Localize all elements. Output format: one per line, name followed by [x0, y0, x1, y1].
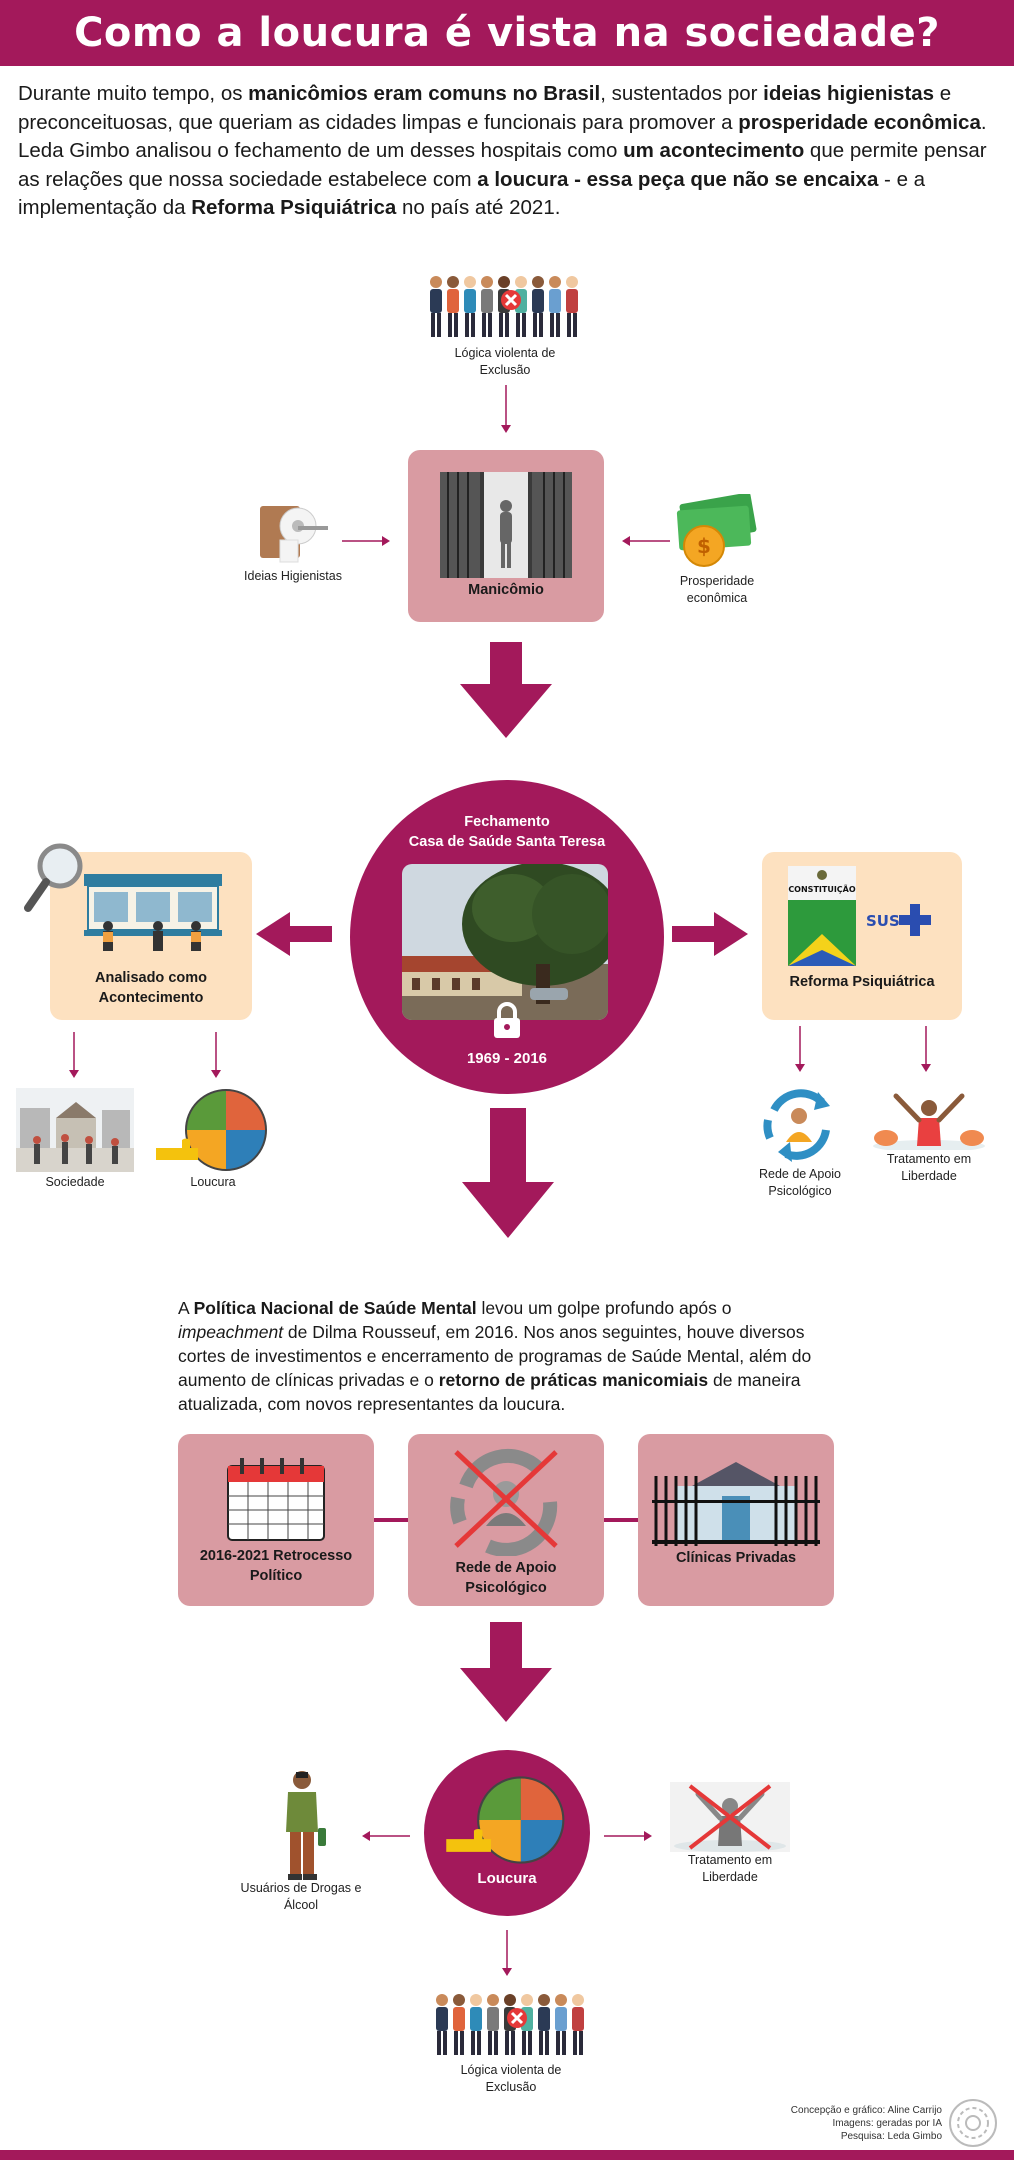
rede-apoio-label: Rede de Apoio Psicológico	[455, 1560, 557, 1596]
prosperidade-caption: Prosperidade econômica	[679, 574, 755, 605]
toilet-paper-icon	[258, 500, 332, 564]
reforma-label: Reforma Psiquiátrica	[789, 974, 935, 990]
big-arrow-down-1	[460, 642, 552, 738]
puzzle-globe-icon	[152, 1086, 276, 1174]
usuarios-caption: Usuários de Drogas e Álcool	[240, 1881, 362, 1912]
arrow-down-thin	[501, 385, 511, 433]
crowd-icon	[424, 270, 586, 340]
clinicas-card: Clínicas Privadas	[638, 1434, 834, 1606]
rede-caption-top: Rede de Apoio Psicológico	[758, 1167, 841, 1198]
arrow-left-thin	[622, 536, 670, 546]
intro-paragraph: Durante muito tempo, os manicômios eram …	[18, 82, 987, 219]
retrocesso-card: 2016-2021 Retrocesso Político	[178, 1434, 374, 1606]
arrow-down-bottom	[502, 1930, 512, 1976]
man-bottle-icon	[272, 1768, 334, 1884]
crossed-cycle-icon	[442, 1442, 570, 1556]
svg-text:CONSTITUIÇÃO: CONSTITUIÇÃO	[788, 884, 856, 894]
arrow-right-thin	[342, 536, 390, 546]
big-arrow-right	[672, 912, 748, 956]
arrow-right-bottom	[604, 1831, 652, 1841]
celebrating-woman-icon	[872, 1090, 986, 1150]
lock-icon	[492, 1002, 522, 1040]
credits: Concepção e gráfico: Aline Carrijo Image…	[790, 2105, 942, 2142]
closure-years: 1969 - 2016	[466, 1050, 548, 1067]
tratamento-caption-top: Tratamento em Liberdade	[886, 1152, 972, 1183]
town-icon	[16, 1088, 134, 1172]
acontecimento-label: Analisado como Acontecimento	[95, 970, 207, 1006]
sus-icon: SUS	[864, 900, 936, 940]
magnifier-icon	[22, 840, 88, 914]
closure-title: Fechamento Casa de Saúde Santa Teresa	[408, 814, 606, 850]
hospital-photo	[402, 864, 608, 1020]
money-icon: $	[672, 494, 758, 572]
rede-apoio-card: Rede de Apoio Psicológico	[408, 1434, 604, 1606]
board-people-icon	[78, 874, 226, 958]
exclusion-caption-bottom: Lógica violenta de Exclusão	[460, 2063, 562, 2094]
mandala-logo-icon	[948, 2098, 998, 2148]
ideias-caption: Ideias Higienistas	[244, 569, 342, 583]
door-corridor-icon	[440, 472, 572, 578]
politics-paragraph: A Política Nacional de Saúde Mental levo…	[178, 1298, 812, 1414]
arrow-down-thin-right1	[795, 1026, 805, 1072]
sociedade-caption: Sociedade	[45, 1175, 105, 1189]
loucura-label-bottom: Loucura	[477, 1870, 537, 1887]
svg-text:SUS: SUS	[866, 912, 900, 930]
arrow-down-thin-left2	[211, 1032, 221, 1078]
tratamento-caption-bottom: Tratamento em Liberdade	[687, 1853, 773, 1884]
header-bar: Como a loucura é vista na sociedade?	[0, 0, 1014, 66]
arrow-down-thin-left1	[69, 1032, 79, 1078]
clinicas-label: Clínicas Privadas	[675, 1550, 797, 1566]
closure-circle: Fechamento Casa de Saúde Santa Teresa 19…	[350, 780, 664, 1094]
big-arrow-down-2	[462, 1108, 554, 1238]
arrow-left-bottom	[362, 1831, 410, 1841]
loucura-circle: Loucura	[424, 1750, 590, 1916]
crowd-icon-bottom	[430, 1988, 592, 2058]
crossed-woman-icon	[670, 1782, 790, 1852]
puzzle-globe-icon-bottom	[442, 1772, 574, 1868]
page-title: Como a loucura é vista na sociedade?	[74, 10, 940, 56]
acontecimento-card: Analisado como Acontecimento	[50, 852, 252, 1020]
big-arrow-left	[256, 912, 332, 956]
big-arrow-down-3	[460, 1622, 552, 1722]
manicomio-label: Manicômio	[468, 582, 544, 598]
mansion-gate-icon	[652, 1456, 820, 1548]
arrow-down-thin-right2	[921, 1026, 931, 1072]
cycle-person-icon	[756, 1080, 842, 1166]
loucura-caption-left: Loucura	[190, 1175, 236, 1189]
constitution-icon: CONSTITUIÇÃO	[788, 866, 856, 966]
manicomio-card: Manicômio	[408, 450, 604, 622]
retrocesso-label: 2016-2021 Retrocesso Político	[199, 1548, 353, 1584]
svg-text:$: $	[697, 534, 711, 558]
footer-bar	[0, 2150, 1014, 2160]
calendar-icon	[222, 1454, 332, 1544]
reforma-card: CONSTITUIÇÃO SUS Reforma Psiquiátrica	[762, 852, 962, 1020]
exclusion-caption-top: Lógica violenta de Exclusão	[454, 346, 556, 377]
